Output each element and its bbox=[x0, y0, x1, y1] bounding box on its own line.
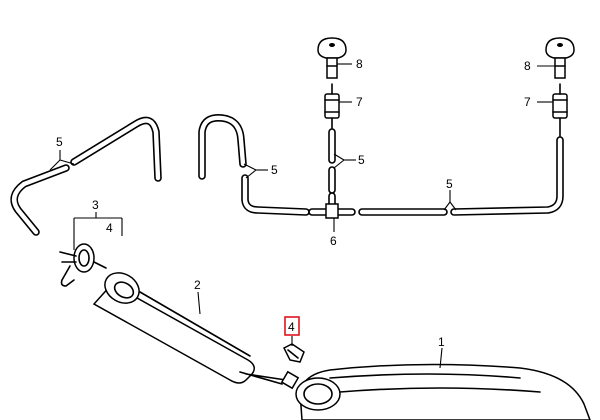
hose-middle[interactable] bbox=[198, 113, 310, 216]
hose-left[interactable] bbox=[10, 116, 162, 236]
hose-right[interactable] bbox=[358, 136, 564, 216]
callout-6: 6 bbox=[330, 234, 337, 248]
callout-4-highlight[interactable]: 4 bbox=[288, 320, 295, 334]
washer-nozzle-centre[interactable] bbox=[317, 37, 347, 79]
highlight-box bbox=[284, 316, 300, 336]
callout-8-right: 8 bbox=[524, 59, 531, 73]
callout-8-centre: 8 bbox=[356, 57, 363, 71]
callout-5-right: 5 bbox=[446, 177, 453, 191]
check-valve-centre[interactable] bbox=[324, 83, 340, 129]
callout-1: 1 bbox=[438, 335, 445, 349]
washer-nozzle-right[interactable] bbox=[545, 37, 575, 79]
t-connector[interactable] bbox=[308, 192, 356, 219]
callout-5-left: 5 bbox=[56, 135, 63, 149]
callout-5-centre: 5 bbox=[358, 153, 365, 167]
callout-5-mid: 5 bbox=[271, 163, 278, 177]
callout-2: 2 bbox=[194, 278, 201, 292]
check-valve-right[interactable] bbox=[552, 83, 568, 137]
callout-4-left: 4 bbox=[106, 221, 113, 235]
callout-3: 3 bbox=[92, 198, 99, 212]
filler-cap[interactable] bbox=[59, 243, 107, 287]
leader-lines bbox=[49, 63, 555, 369]
small-fitting[interactable] bbox=[282, 343, 305, 363]
callout-7-centre: 7 bbox=[356, 95, 363, 109]
callout-7-right: 7 bbox=[524, 95, 531, 109]
reservoir-tank[interactable] bbox=[295, 363, 591, 420]
pump-cylinder[interactable] bbox=[92, 267, 300, 390]
